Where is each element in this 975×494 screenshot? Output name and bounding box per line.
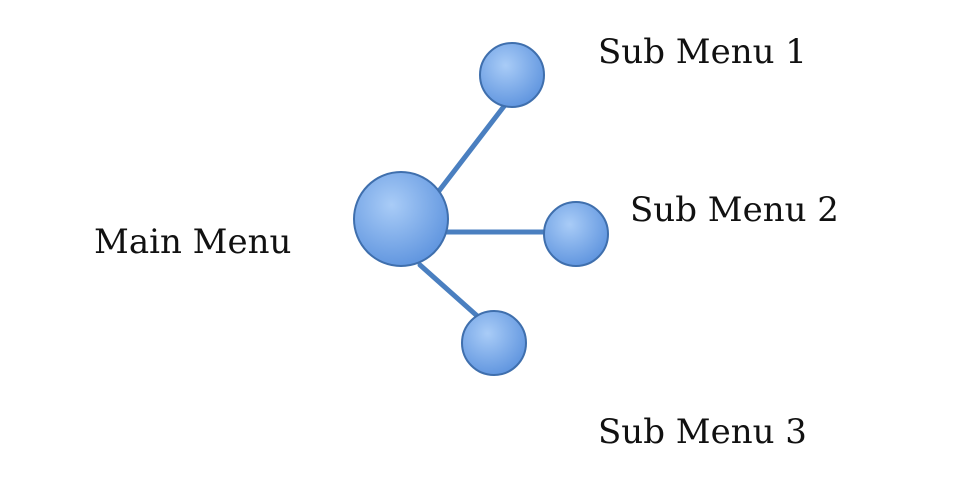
sub-menu-1-label: Sub Menu 1 bbox=[598, 32, 807, 72]
connector-sub-menu-1 bbox=[429, 102, 508, 203]
sub-menu-2-node[interactable] bbox=[543, 201, 609, 267]
main-menu-node[interactable] bbox=[353, 171, 449, 267]
sub-menu-3-label: Sub Menu 3 bbox=[598, 412, 807, 452]
sub-menu-3-node[interactable] bbox=[461, 310, 527, 376]
sub-menu-2-label: Sub Menu 2 bbox=[630, 190, 839, 230]
connector-sub-menu-3 bbox=[417, 262, 487, 325]
sub-menu-1-node[interactable] bbox=[479, 42, 545, 108]
main-menu-label: Main Menu bbox=[94, 222, 291, 262]
